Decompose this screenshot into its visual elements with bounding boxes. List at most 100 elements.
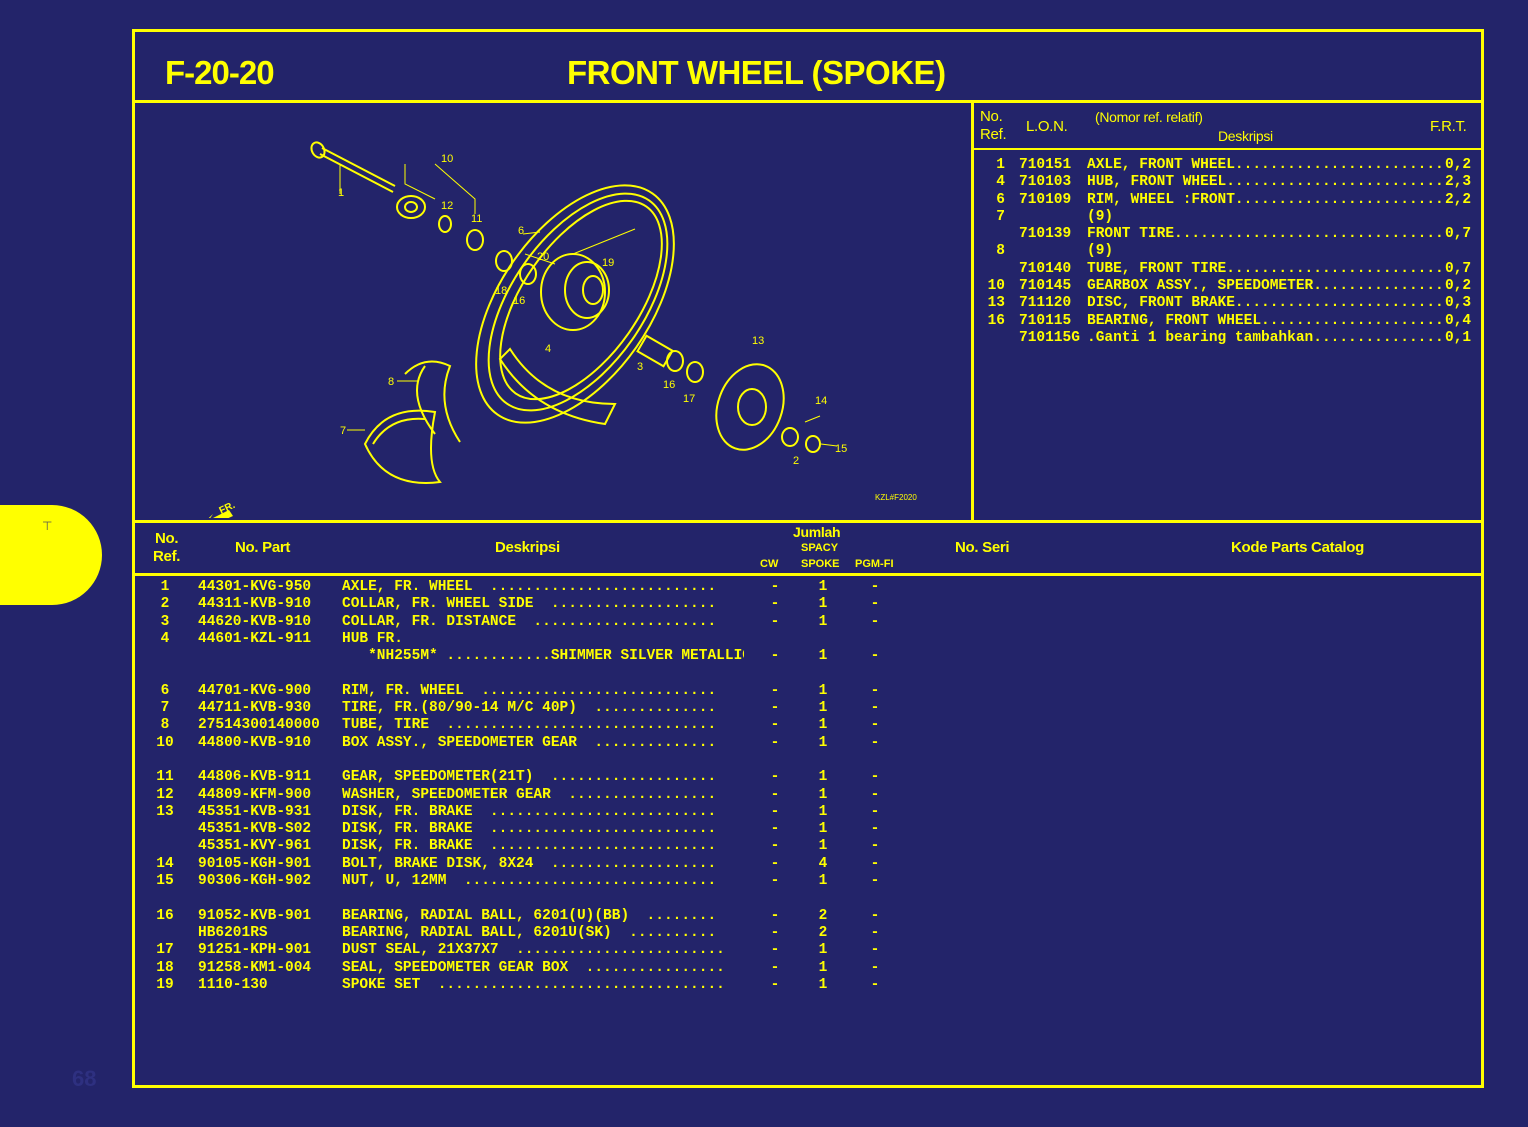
rim-shape <box>475 184 675 424</box>
diagram-code: KZL#F2020 <box>875 493 917 502</box>
part-desc: TIRE, FR.(80/90-14 M/C 40P) ............… <box>342 700 717 717</box>
ref-row: 8(9) <box>975 243 1481 260</box>
parts-row: 16 91052-KVB-901 BEARING, RADIAL BALL, 620… <box>135 908 1035 925</box>
qty-cw: - <box>770 769 780 786</box>
part-desc: *NH255M* ............SHIMMER SILVER META… <box>342 648 744 665</box>
part-number: 45351-KVY-961 <box>198 838 312 855</box>
part-desc: BEARING, RADIAL BALL, 6201(U)(BB) ......… <box>342 907 717 924</box>
ref-desc: FRONT TIRE..............................… <box>1087 226 1443 243</box>
part-desc: SPOKE SET ..............................… <box>342 976 725 993</box>
parts-header-jumlah: Jumlah <box>793 524 841 540</box>
ref-header-desc: Deskripsi <box>1218 128 1273 144</box>
qty-spoke: 1 <box>818 769 828 786</box>
qty-spoke: 1 <box>818 976 828 993</box>
ref-lon: 710151 <box>1019 157 1072 173</box>
part-ref: 19 <box>156 976 174 993</box>
parts-header-spacy: SPACY <box>801 542 839 554</box>
qty-pgm: - <box>870 873 880 890</box>
ref-row: 7(9) <box>975 209 1481 226</box>
part-desc: AXLE, FR. WHEEL ........................… <box>342 579 717 595</box>
part-number: 91052-KVB-901 <box>198 907 312 924</box>
ref-lon: 710109 <box>1019 191 1072 208</box>
part-number: 44311-KVB-910 <box>198 596 312 613</box>
qty-cw: - <box>770 924 780 941</box>
callout-label: 13 <box>752 335 764 347</box>
qty-cw: - <box>770 959 780 976</box>
qty-pgm: - <box>870 959 880 976</box>
part-number: 91251-KPH-901 <box>198 942 312 959</box>
section-divider <box>971 100 974 520</box>
parts-header-spoke: SPOKE <box>801 558 840 570</box>
gearbox-shape <box>396 195 426 219</box>
qty-pgm: - <box>870 976 880 993</box>
callout-label: 15 <box>835 443 847 455</box>
part-ref: 8 <box>160 717 170 734</box>
side-tab[interactable]: ⊤ <box>0 505 102 605</box>
qty-pgm: - <box>870 717 880 734</box>
qty-pgm: - <box>870 682 880 699</box>
ref-desc: BEARING, FRONT WHEEL....................… <box>1087 312 1443 329</box>
part-number: 44800-KVB-910 <box>198 734 312 751</box>
parts-header-divider <box>135 573 1481 576</box>
parts-row <box>135 665 1035 682</box>
ref-lon: 711120 <box>1019 295 1072 312</box>
ref-no: 10 <box>987 278 1005 295</box>
part-number: 44620-KVB-910 <box>198 613 312 630</box>
part-ref: 12 <box>156 786 174 803</box>
ref-frt: 0,2 <box>1445 278 1472 295</box>
orientation-label: FR. <box>218 500 237 517</box>
part-desc: COLLAR, FR. WHEEL SIDE .................… <box>342 596 717 613</box>
part-number: 44806-KVB-911 <box>198 769 312 786</box>
callout-label: 4 <box>545 343 551 355</box>
part-number: HB6201RS <box>198 924 268 941</box>
parts-row: HB6201RS BEARING, RADIAL BALL, 6201U(SK) … <box>135 925 1035 942</box>
ref-no: 1 <box>996 157 1005 173</box>
page-title: FRONT WHEEL (SPOKE) <box>567 54 946 91</box>
page-number: 68 <box>72 1066 97 1091</box>
part-desc: BEARING, RADIAL BALL, 6201U(SK) ........… <box>342 924 717 941</box>
part-desc: DISK, FR. BRAKE ........................… <box>342 821 717 838</box>
part-desc: GEAR, SPEEDOMETER(21T) .................… <box>342 769 717 786</box>
qty-spoke: 4 <box>818 855 828 872</box>
qty-cw: - <box>770 596 780 613</box>
part-desc: HUB FR. <box>342 630 403 647</box>
parts-header-cw: CW <box>760 558 779 570</box>
part-desc: RIM, FR. WHEEL .........................… <box>342 682 717 699</box>
qty-pgm: - <box>870 648 880 665</box>
side-tab-mark: ⊤ <box>42 519 53 533</box>
ref-frt: 0,4 <box>1445 312 1472 329</box>
qty-pgm: - <box>870 786 880 803</box>
qty-pgm: - <box>870 924 880 941</box>
qty-pgm: - <box>870 734 880 751</box>
part-number: 44301-KVG-950 <box>198 579 312 595</box>
ref-desc: RIM, WHEEL :FRONT.......................… <box>1087 191 1443 208</box>
part-number: 91258-KM1-004 <box>198 959 312 976</box>
part-ref: 6 <box>160 682 170 699</box>
part-ref: 14 <box>156 855 174 872</box>
part-number: 44711-KVB-930 <box>198 700 312 717</box>
page-code: F-20-20 <box>165 54 275 91</box>
part-desc: TUBE, TIRE .............................… <box>342 717 717 734</box>
qty-cw: - <box>770 803 780 820</box>
part-ref: 16 <box>156 907 174 924</box>
qty-spoke: 1 <box>818 717 828 734</box>
qty-cw: - <box>770 579 780 595</box>
ref-no: 6 <box>996 191 1005 208</box>
catalog-page-frame: F-20-20 FRONT WHEEL (SPOKE) <box>132 29 1484 1088</box>
callout-label: 20 <box>537 251 549 263</box>
ref-desc: .Ganti 1 bearing tambahkan..............… <box>1087 329 1443 346</box>
ref-frt: 0,3 <box>1445 295 1472 312</box>
qty-spoke: 1 <box>818 821 828 838</box>
ref-no: 13 <box>987 295 1005 312</box>
part-desc: SEAL, SPEEDOMETER GEAR BOX .............… <box>342 959 725 976</box>
